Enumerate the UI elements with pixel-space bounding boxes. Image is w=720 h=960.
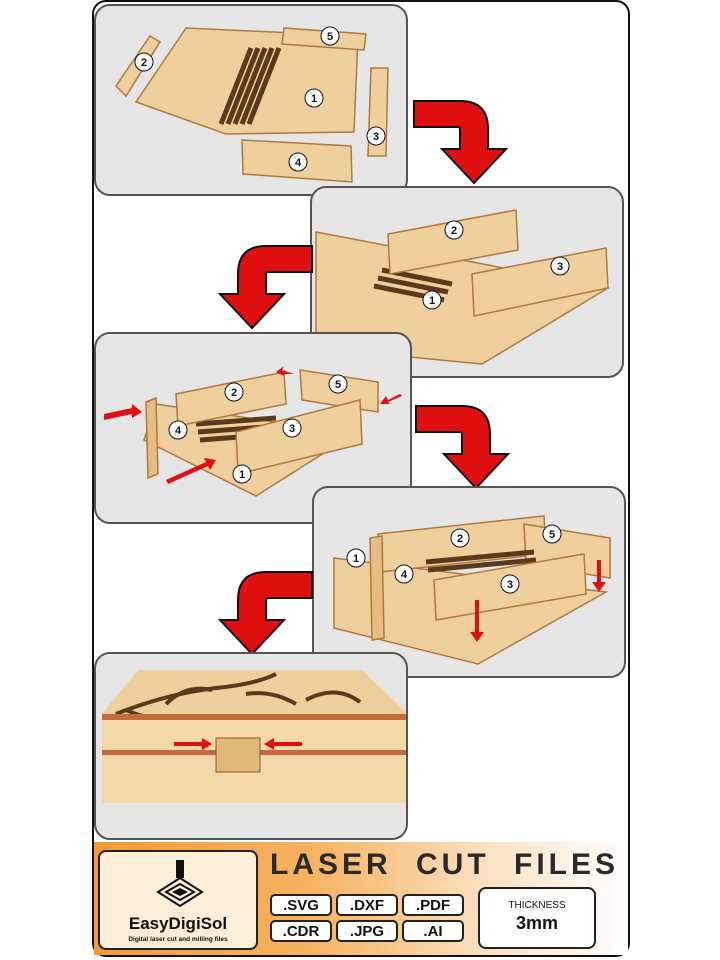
arrow-down-icon [475, 600, 479, 634]
brand-logo: EasyDigiSol Digital laser cut and millin… [98, 850, 258, 950]
part-marker: 2 [224, 382, 244, 402]
lid-hinge-tab [215, 737, 261, 773]
arrow-right-icon [166, 458, 216, 484]
side-part-4 [145, 396, 159, 480]
svg-text:1: 1 [353, 553, 359, 565]
arrow-down-icon [592, 582, 606, 592]
laser-cutter-logo-icon [156, 860, 204, 908]
svg-text:2: 2 [231, 387, 237, 399]
brand-name: EasyDigiSol [128, 914, 228, 933]
insert-arrows [104, 366, 402, 484]
part-marker: 1 [346, 548, 366, 568]
svg-text:3: 3 [507, 579, 513, 591]
thickness-label: THICKNESS [508, 900, 566, 911]
footer-heading: LASER CUT FILES [270, 848, 620, 881]
part-marker: 3 [500, 574, 520, 594]
format-badge-pdf: .PDF [402, 894, 464, 916]
svg-text:2: 2 [451, 225, 457, 237]
part-marker: 1 [304, 88, 324, 108]
arrow-left-icon [380, 394, 402, 404]
part-marker: 1 [422, 290, 442, 310]
part-marker: 2 [450, 528, 470, 548]
svg-text:5: 5 [549, 529, 555, 541]
svg-text:4: 4 [175, 425, 182, 437]
step-3-illustration: 1 2 3 4 5 [104, 366, 402, 497]
format-badge-ai: .AI [402, 920, 464, 942]
side-part-3 [235, 399, 363, 475]
side-part-4 [369, 535, 385, 641]
arrow-down-left-icon [217, 571, 313, 656]
svg-text:1: 1 [429, 295, 435, 307]
vent-slots [218, 47, 282, 125]
part-marker: 5 [542, 524, 562, 544]
part-marker: 1 [232, 464, 252, 484]
floral-engraving [115, 672, 362, 723]
step-5-illustration [102, 670, 406, 803]
format-badge-dxf: .DXF [336, 894, 398, 916]
step-1-panel: 1 2 3 4 5 [94, 4, 408, 196]
part-marker: 5 [328, 374, 348, 394]
lid-edge [102, 714, 406, 720]
arrow-down-right-icon [415, 405, 511, 490]
svg-text:1: 1 [311, 93, 317, 105]
part-marker: 4 [288, 152, 308, 172]
svg-text:5: 5 [327, 31, 333, 43]
footer-banner: EasyDigiSol Digital laser cut and millin… [94, 842, 628, 955]
arrow-left-icon [276, 366, 294, 376]
brand-tagline: Digital laser cut and milling files [128, 936, 228, 943]
step-4-illustration: 1 2 3 4 5 [333, 515, 611, 665]
arrow-right-icon [104, 404, 142, 420]
arrow-left-icon [264, 738, 302, 750]
format-badge-cdr: .CDR [270, 920, 332, 942]
part-marker: 2 [444, 220, 464, 240]
arrow-down-right-icon [413, 100, 509, 185]
svg-text:3: 3 [289, 423, 295, 435]
insert-arrows [174, 738, 302, 750]
part-marker: 3 [550, 256, 570, 276]
step-2-illustration: 1 2 3 [315, 209, 611, 365]
arrow-right-icon [174, 738, 212, 750]
part-marker: 5 [320, 26, 340, 46]
svg-text:3: 3 [373, 131, 379, 143]
vent-slots [425, 549, 537, 573]
part-marker: 3 [366, 126, 386, 146]
svg-text:3: 3 [557, 261, 563, 273]
format-badge-svg: .SVG [270, 894, 332, 916]
arrow-down-left-icon [217, 245, 313, 330]
part-marker: 2 [134, 52, 154, 72]
step-4-panel: 1 2 3 4 5 [312, 486, 626, 678]
thickness-value: 3mm [515, 913, 559, 933]
format-badge-jpg: .JPG [336, 920, 398, 942]
step-1-illustration: 1 2 3 4 5 [115, 26, 389, 183]
part-marker: 4 [394, 564, 414, 584]
svg-text:4: 4 [401, 569, 408, 581]
step-5-panel [94, 652, 408, 840]
insert-arrows [470, 560, 606, 642]
svg-text:1: 1 [239, 469, 245, 481]
svg-text:5: 5 [335, 379, 341, 391]
svg-text:4: 4 [295, 157, 302, 169]
part-marker: 3 [282, 418, 302, 438]
svg-text:2: 2 [457, 533, 463, 545]
svg-text:2: 2 [141, 57, 147, 69]
thickness-box: THICKNESS 3mm [478, 887, 596, 949]
part-marker: 4 [168, 420, 188, 440]
side-part-2 [387, 209, 519, 275]
